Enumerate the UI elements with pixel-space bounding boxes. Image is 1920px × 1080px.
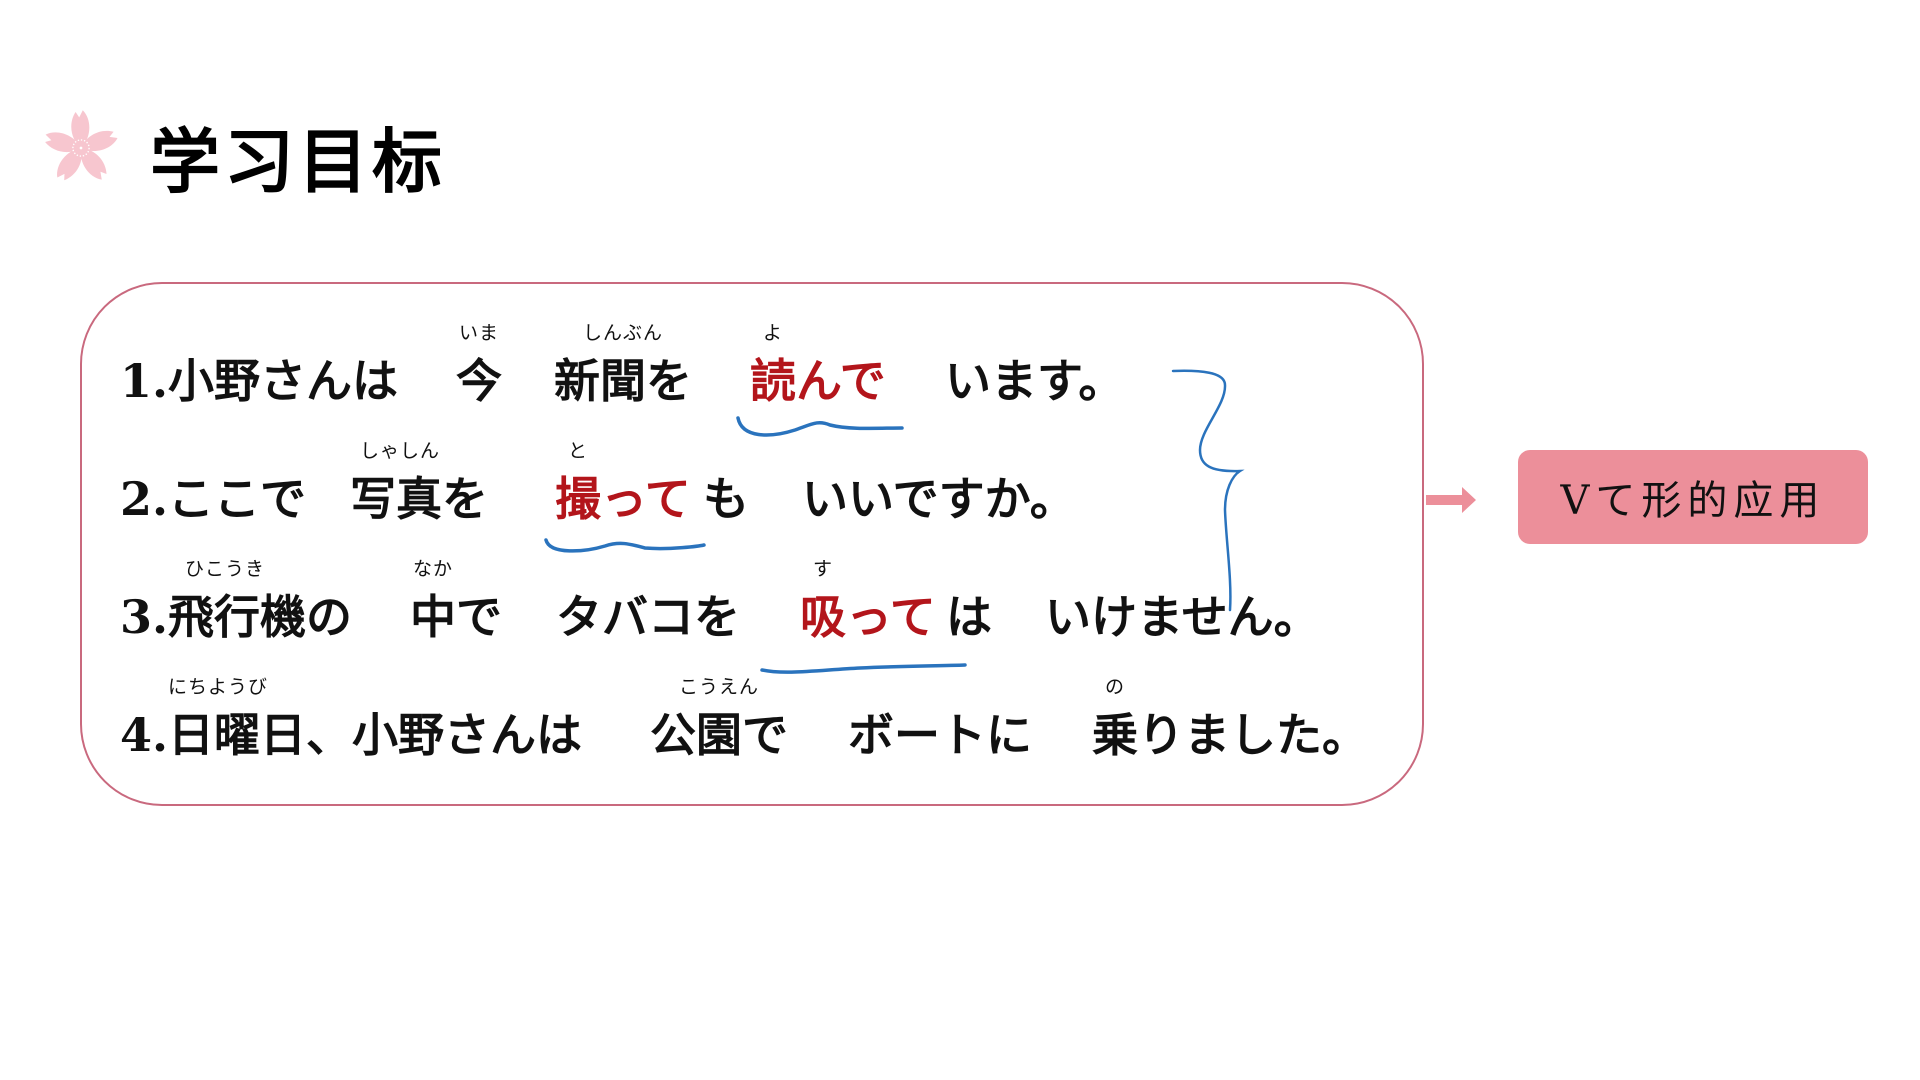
te-form-usage-label: Vて形的应用 <box>1518 450 1868 544</box>
sentence-2-segment-2: しゃしん 写真を <box>350 440 488 526</box>
sentence-1-segment-3: しんぶん 新聞を <box>554 322 692 408</box>
sentence-2-segment-1: 2.ここで <box>120 472 307 526</box>
sentence-4-segment-4: の 乗りました。 <box>1092 676 1368 762</box>
furigana: と <box>567 440 588 462</box>
sentence-1-highlight: よ 読んで <box>750 322 886 408</box>
sentence-1-segment-5: います。 <box>945 354 1125 408</box>
furigana: ひこうき <box>184 558 265 580</box>
sentence-1-segment-1: 1.小野さんは <box>120 354 399 408</box>
sentence-4-segment-3: ボートに <box>848 708 1032 762</box>
sentence-3-segment-3: タバコを <box>556 590 740 644</box>
sakura-flower-icon <box>42 110 120 185</box>
page-title: 学习目标 <box>150 121 446 203</box>
sentence-3-highlight: す 吸って <box>800 558 936 644</box>
sentence-4-segment-1: にちようび 4.日曜日、小野さんは <box>120 676 583 762</box>
furigana: しゃしん <box>359 440 440 462</box>
sentence-3-segment-5: は <box>946 590 992 644</box>
furigana: なか <box>412 558 453 580</box>
furigana: の <box>1104 676 1125 698</box>
furigana: す <box>812 558 833 580</box>
sentence-2-highlight: と 撮って <box>555 440 691 526</box>
furigana: いま <box>458 322 499 344</box>
sentence-4-segment-2: こうえん 公園で <box>650 676 788 762</box>
sentence-2-segment-4: も <box>703 472 749 526</box>
sentence-3-segment-2: なか 中で <box>410 558 502 644</box>
sentence-3-segment-6: いけません。 <box>1045 590 1320 644</box>
furigana: よ <box>762 322 783 344</box>
furigana: しんぶん <box>582 322 663 344</box>
furigana: にちようび <box>168 676 269 698</box>
sentence-1-segment-2: いま 今 <box>456 322 502 408</box>
furigana: こうえん <box>678 676 759 698</box>
sentence-2-segment-5: いいですか。 <box>802 472 1076 526</box>
right-arrow-icon <box>1426 487 1476 513</box>
sentence-3-segment-1: ひこうき 3.飛行機の <box>120 558 353 644</box>
